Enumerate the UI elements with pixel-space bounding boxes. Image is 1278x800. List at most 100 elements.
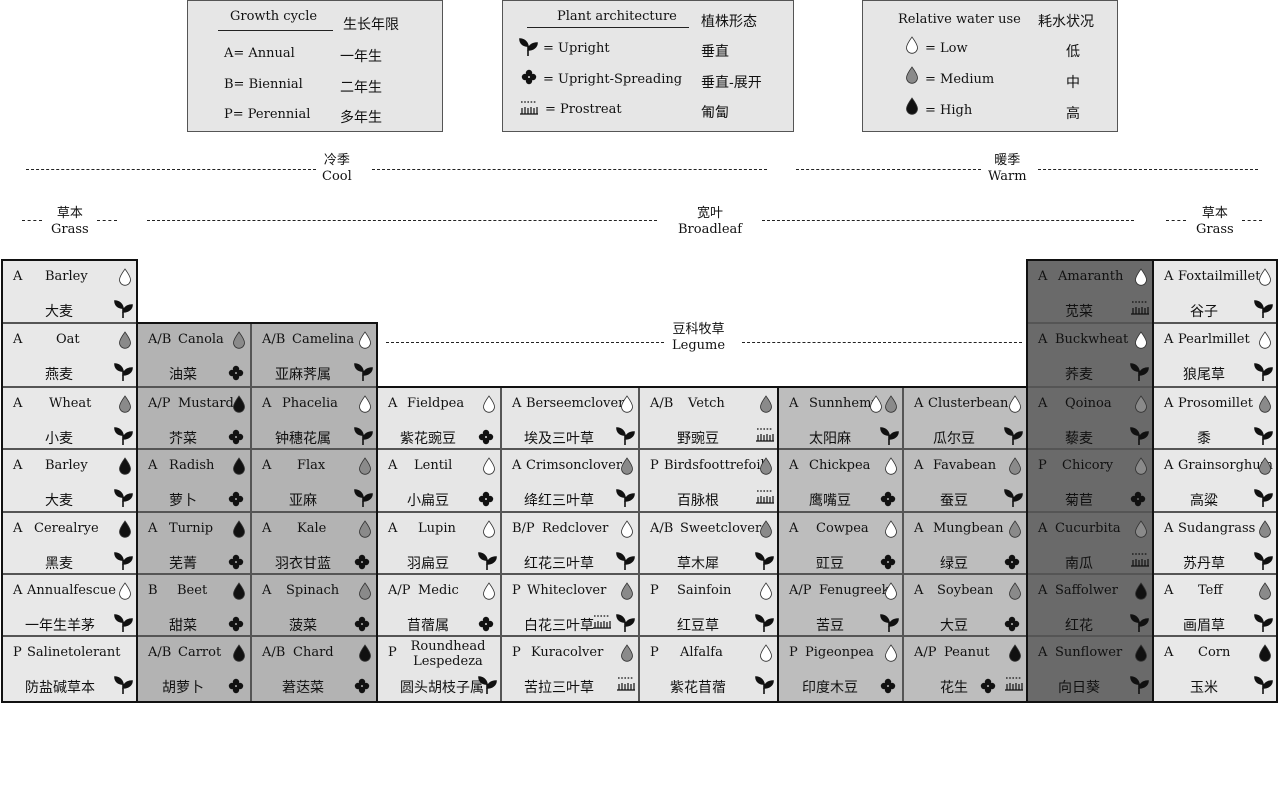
crop-name-cn: 莙荙菜	[282, 680, 324, 696]
upright-icon	[880, 426, 900, 446]
crop-name-en: Annualfescue	[27, 583, 116, 598]
crop-name-en: Prosomillet	[1178, 396, 1254, 411]
growth-cycle-code: A	[512, 458, 522, 473]
crop-name-cn: 蚕豆	[940, 493, 968, 509]
prostrate-icon	[1130, 299, 1150, 319]
legend-architecture-title: Plant architecture	[557, 9, 677, 24]
crop-name-en: Peanut	[944, 645, 990, 660]
warm-dash-left	[796, 169, 981, 170]
legend-plant-architecture: Plant architecture 植株形态 = Upright 垂直 = U…	[502, 0, 794, 132]
legend-architecture-row: = Upright	[543, 41, 610, 56]
prostrate-icon	[592, 613, 612, 633]
crop-name-en: Alfalfa	[680, 645, 723, 660]
crop-name-cn: 谷子	[1190, 304, 1218, 320]
crop-name-cn: 萝卜	[169, 493, 197, 509]
upright-icon	[1254, 675, 1274, 695]
crop-name-en: Kuracolver	[531, 645, 604, 660]
spreading-icon	[354, 678, 374, 698]
upright-icon	[1254, 299, 1274, 319]
crop-name-en: Oat	[56, 332, 80, 347]
legend-water-row-cn: 高	[1066, 106, 1080, 122]
crop-name-en: Berseemclover	[526, 396, 625, 411]
upright-icon	[478, 675, 498, 695]
crop-name-cn: 大麦	[45, 493, 73, 509]
crop-name-cn: 绿豆	[940, 556, 968, 572]
crop-name-cn: 紫花豌豆	[400, 431, 456, 447]
legend-water-row: = Medium	[925, 72, 995, 87]
crop-name-en: Roundhead Lespedeza	[410, 639, 486, 669]
crop-name-en: Sweetclover	[680, 521, 762, 536]
growth-cycle-code: A	[1164, 583, 1174, 598]
upright-icon	[114, 426, 134, 446]
drop-medium-icon	[620, 582, 634, 600]
prostrate-icon	[755, 426, 775, 446]
spreading-icon	[478, 616, 498, 635]
drop-low-icon	[620, 520, 634, 538]
growth-cycle-code: A	[1164, 645, 1174, 660]
crop-name-en: Spinach	[286, 583, 340, 598]
upright-icon	[1254, 613, 1274, 633]
growth-cycle-code: A	[13, 583, 23, 598]
crop-name-en: Chard	[293, 645, 334, 660]
legend-growth-title-cn: 生长年限	[343, 17, 399, 33]
upright-icon	[354, 426, 374, 446]
crop-name-en: Pearlmillet	[1178, 332, 1250, 347]
legend-architecture-row: = Prostreat	[545, 102, 622, 117]
upright-icon	[1254, 426, 1274, 446]
crop-name-en: Salinetolerant	[27, 645, 121, 660]
legend-water-row: = High	[925, 103, 973, 118]
crop-name-cn: 瓜尔豆	[933, 431, 975, 447]
drop-low-icon	[358, 331, 372, 349]
growth-cycle-code: B	[148, 583, 158, 598]
crop-name-en: Vetch	[688, 396, 725, 411]
crop-name-cn: 苦豆	[816, 618, 844, 634]
prostrate-icon	[616, 675, 636, 695]
upright-icon	[755, 551, 775, 571]
drop-high-icon	[232, 395, 246, 413]
grass-right-cn: 草本	[1201, 206, 1228, 221]
upright-icon	[114, 551, 134, 571]
crop-name-cn: 绛红三叶草	[524, 493, 594, 509]
growth-cycle-code: A	[1164, 458, 1174, 473]
drop-medium-icon	[118, 395, 132, 413]
crop-name-cn: 豇豆	[816, 556, 844, 572]
crop-name-cn: 百脉根	[677, 493, 719, 509]
crop-name-cn: 藜麦	[1065, 431, 1093, 447]
legume-en: Legume	[672, 338, 726, 353]
upright-icon	[1004, 488, 1024, 508]
growth-cycle-code: A	[388, 521, 398, 536]
crop-name-cn: 苜蓿属	[407, 618, 449, 634]
grass-left-cn: 草本	[56, 206, 83, 221]
drop-high-icon	[1258, 644, 1272, 662]
growth-cycle-code: A	[914, 521, 924, 536]
growth-cycle-code: A	[1038, 396, 1048, 411]
upright-icon	[354, 488, 374, 508]
crop-name-en: Medic	[418, 583, 459, 598]
broadleaf-cn: 宽叶	[697, 206, 724, 221]
growth-cycle-code: A/B	[650, 521, 674, 536]
spreading-icon	[521, 69, 537, 85]
growth-cycle-code: P	[650, 458, 659, 473]
drop-medium-icon	[118, 331, 132, 349]
spreading-icon	[354, 554, 374, 573]
drop-medium-icon	[759, 395, 773, 413]
growth-cycle-code: A/B	[262, 332, 286, 347]
legend-growth-row: B= Biennial	[224, 77, 303, 92]
spreading-icon	[228, 491, 248, 511]
drop-low-icon	[884, 582, 898, 600]
